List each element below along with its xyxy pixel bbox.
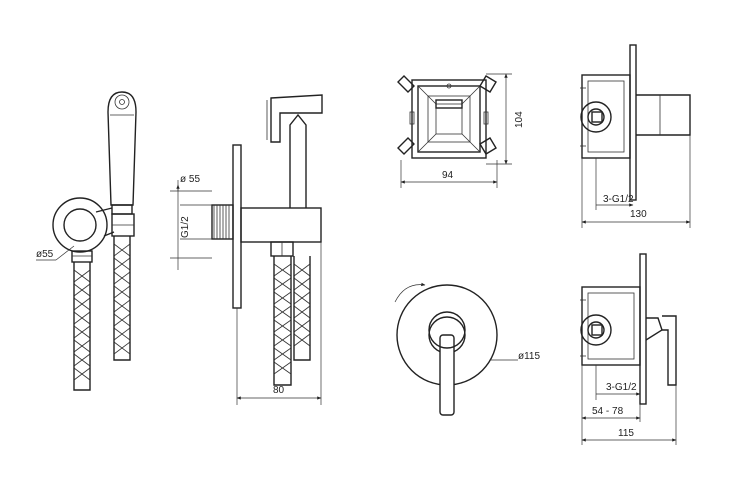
hand-shower-diameter-label: ø55 (36, 249, 54, 260)
trim-plate-front-view (394, 282, 518, 416)
depth-80-label: 80 (273, 385, 285, 396)
inlet-top-label: 3-G1/2 (603, 194, 634, 205)
depth-115-label: 115 (618, 428, 634, 439)
plate-diameter-label: ø115 (518, 351, 540, 362)
holder-diameter-label: ø 55 (180, 174, 200, 185)
depth-130-label: 130 (630, 209, 647, 220)
box-height-label: 104 (514, 111, 525, 128)
range-54-78-label: 54 - 78 (592, 406, 624, 417)
valve-side-view-bottom (580, 253, 677, 445)
thread-label: G1/2 (180, 216, 191, 238)
inlet-bottom-label: 3-G1/2 (606, 382, 637, 393)
valve-box-front-view (397, 73, 512, 188)
holder-side-view (170, 94, 323, 405)
hand-shower-front-view (36, 91, 137, 391)
box-width-label: 94 (442, 170, 454, 181)
valve-box-side-view-top (580, 44, 691, 228)
